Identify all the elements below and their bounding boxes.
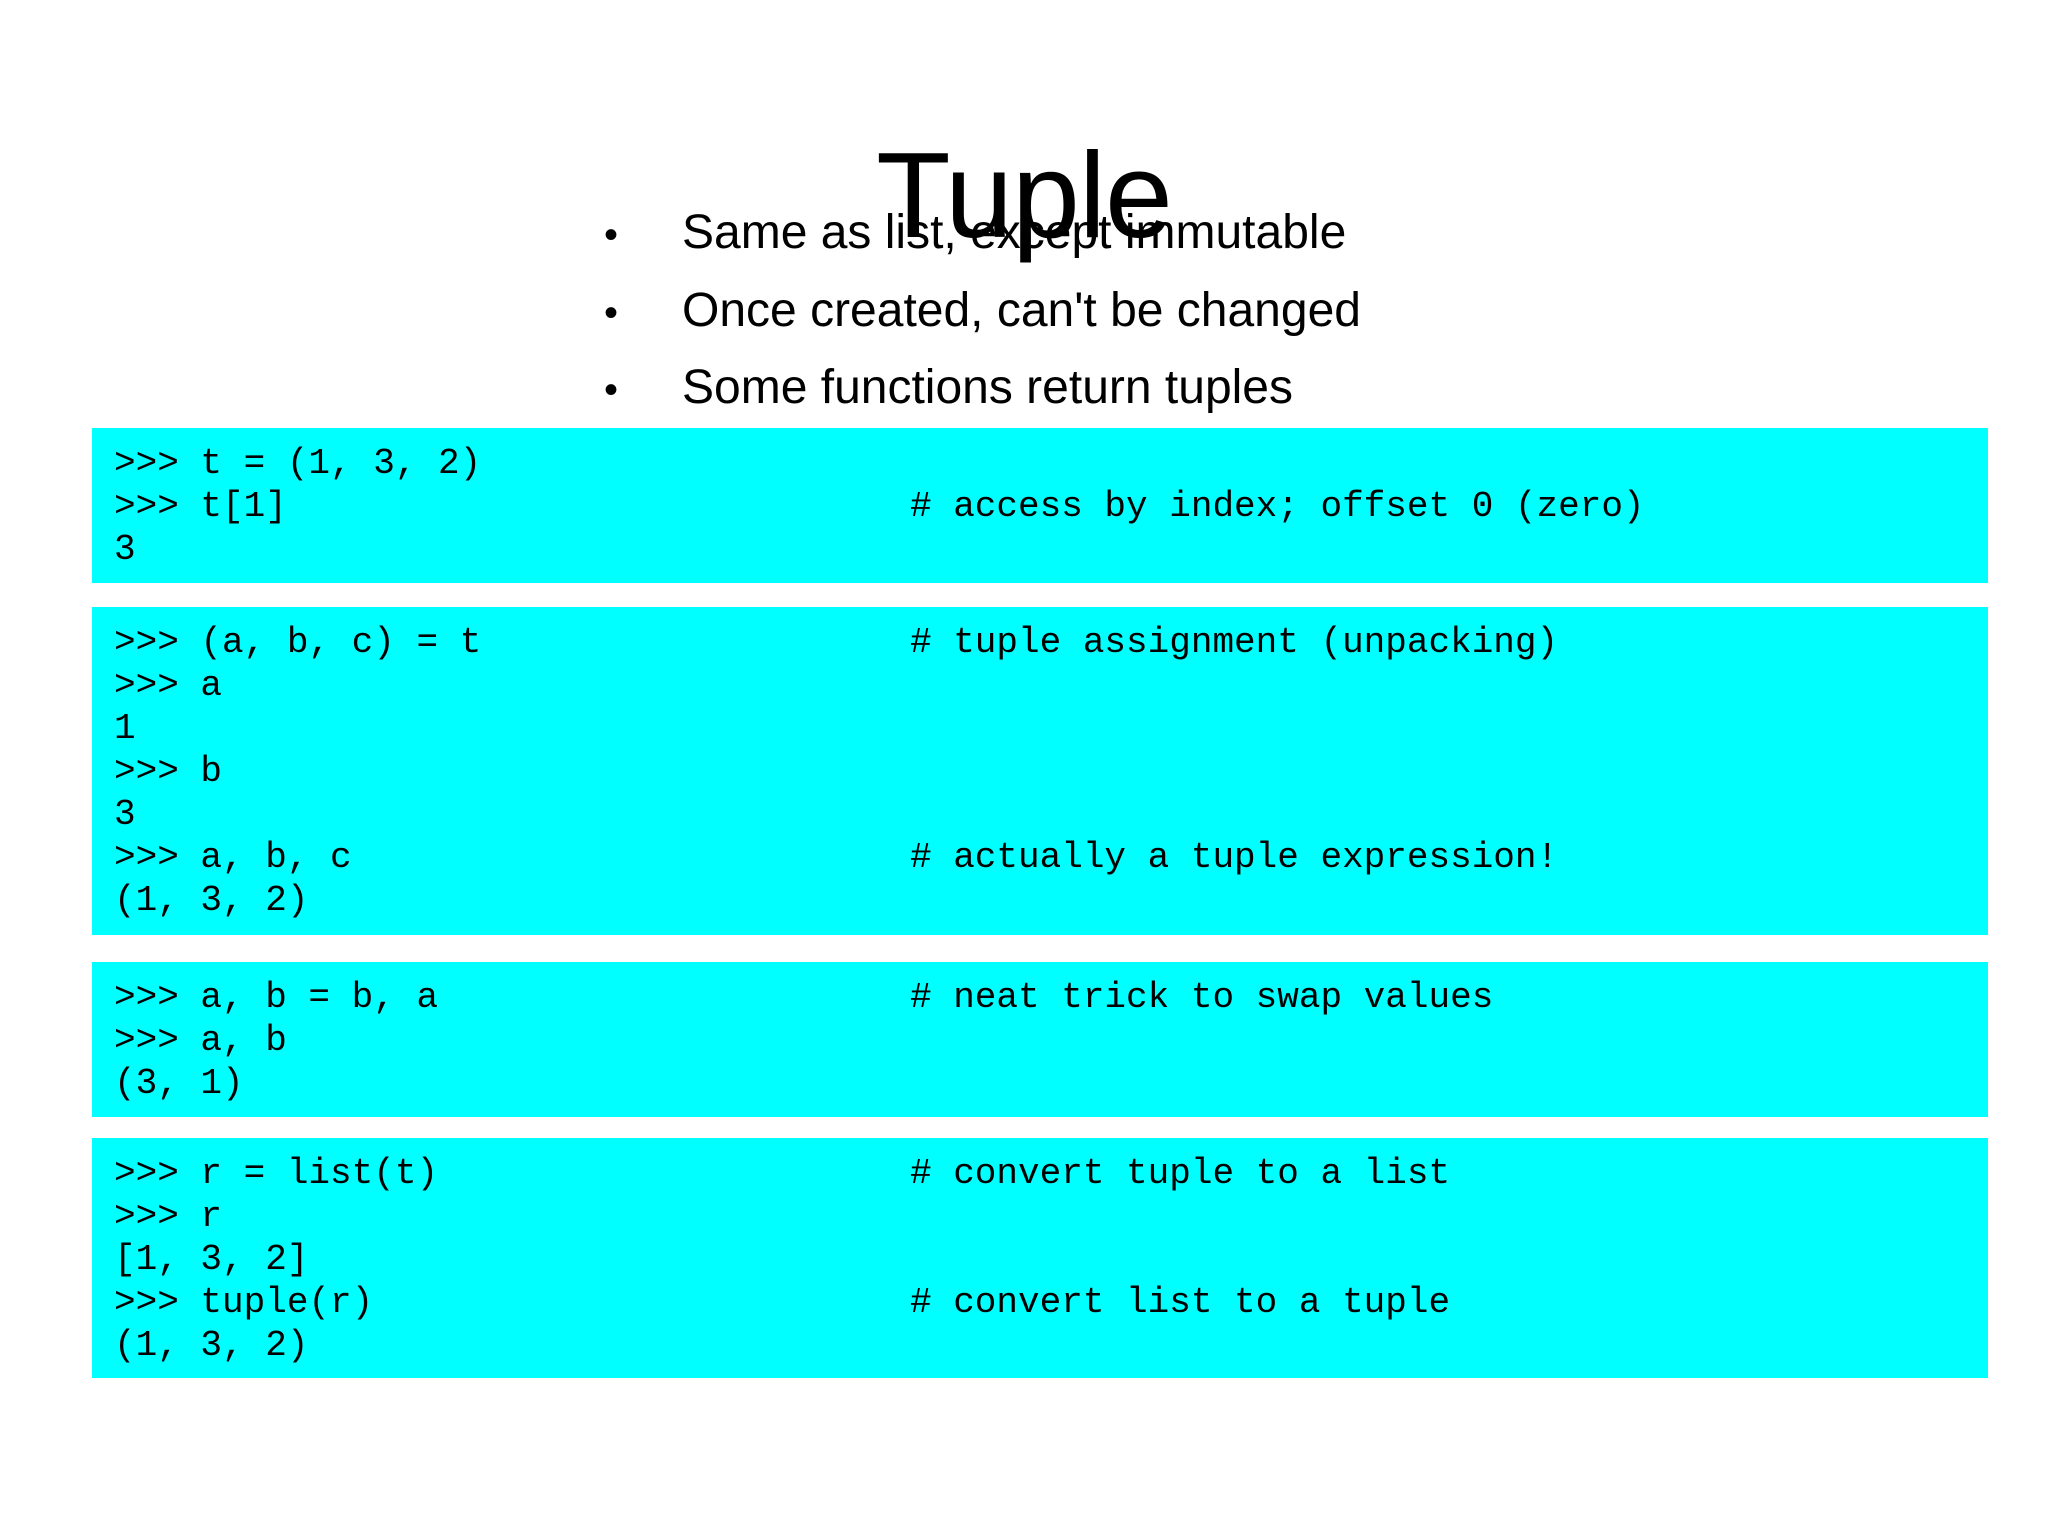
code-comment [910, 707, 1988, 750]
page-title: Tuple [876, 126, 1173, 263]
code-block-3: >>> a, b = b, a # neat trick to swap val… [92, 962, 1988, 1117]
code-text: >>> a, b = b, a [114, 977, 439, 1018]
code-comment: # convert tuple to a list [910, 1153, 1451, 1194]
code-comment: # neat trick to swap values [910, 977, 1494, 1018]
code-line: >>> a, b = b, a # neat trick to swap val… [92, 976, 1988, 1019]
code-line: >>> a, b [92, 1019, 1988, 1062]
code-text: >>> tuple(r) [114, 1282, 374, 1323]
code-text: 3 [114, 794, 136, 835]
code-text: >>> b [114, 751, 223, 792]
code-line: >>> t[1] # access by index; offset 0 (ze… [92, 485, 1988, 528]
code-line: 1 [92, 707, 1988, 750]
code-text: [1, 3, 2] [114, 1239, 309, 1280]
code-comment [910, 1238, 1988, 1281]
code-text: >>> a, b [114, 1020, 287, 1061]
code-line: >>> a, b, c # actually a tuple expressio… [92, 836, 1988, 879]
code-text: (1, 3, 2) [114, 1325, 309, 1366]
code-line: >>> a [92, 664, 1988, 707]
code-text: 1 [114, 708, 136, 749]
bullet-list: • Same as list, except immutable • Once … [600, 205, 1750, 438]
code-line: (3, 1) [92, 1062, 1988, 1105]
code-text: 3 [114, 529, 136, 570]
code-line: >>> t = (1, 3, 2) [92, 442, 1988, 485]
code-line: (1, 3, 2) [92, 879, 1988, 922]
bullet-item-3: • Some functions return tuples [600, 360, 1750, 417]
code-text: >>> t[1] [114, 486, 287, 527]
code-comment [910, 1324, 1988, 1367]
code-block-1: >>> t = (1, 3, 2) >>> t[1] # access by i… [92, 428, 1988, 583]
code-comment: # tuple assignment (unpacking) [910, 622, 1559, 663]
code-comment [910, 1019, 1988, 1062]
code-text: >>> r = list(t) [114, 1153, 439, 1194]
code-text: >>> t = (1, 3, 2) [114, 443, 482, 484]
code-text: (1, 3, 2) [114, 880, 309, 921]
code-text: >>> r [114, 1196, 223, 1237]
code-comment [910, 1195, 1988, 1238]
bullet-item-label: Some functions return tuples [682, 361, 1293, 415]
code-line: >>> b [92, 750, 1988, 793]
code-comment: # actually a tuple expression! [910, 837, 1559, 878]
bullet-item-2: • Once created, can't be changed [600, 283, 1750, 340]
code-block-2: >>> (a, b, c) = t # tuple assignment (un… [92, 607, 1988, 935]
bullet-item-label: Same as list, except immutable [682, 206, 1347, 259]
bullet-item-label: Once created, can't be changed [682, 283, 1361, 337]
code-line: >>> r = list(t) # convert tuple to a lis… [92, 1152, 1988, 1195]
code-text: >>> (a, b, c) = t [114, 622, 482, 663]
code-comment [910, 750, 1988, 793]
code-line: 3 [92, 528, 1988, 571]
code-comment [910, 1062, 1988, 1105]
code-text: (3, 1) [114, 1063, 244, 1104]
code-comment [910, 442, 1988, 485]
code-text: >>> a, b, c [114, 837, 352, 878]
code-comment [910, 664, 1988, 707]
bullet-dot-icon: • [604, 213, 619, 257]
code-line: [1, 3, 2] [92, 1238, 1988, 1281]
bullet-dot-icon: • [604, 290, 619, 335]
code-text: >>> a [114, 665, 223, 706]
code-comment: # access by index; offset 0 (zero) [910, 486, 1645, 527]
bullet-dot-icon: • [604, 368, 619, 413]
code-line: (1, 3, 2) [92, 1324, 1988, 1367]
code-comment: # convert list to a tuple [910, 1282, 1451, 1323]
code-line: >>> (a, b, c) = t # tuple assignment (un… [92, 621, 1988, 664]
code-line: >>> tuple(r) # convert list to a tuple [92, 1281, 1988, 1324]
code-block-4: >>> r = list(t) # convert tuple to a lis… [92, 1138, 1988, 1378]
code-comment [910, 879, 1988, 922]
bullet-item-1: • Same as list, except immutable [600, 205, 1750, 262]
code-line: >>> r [92, 1195, 1988, 1238]
code-comment [910, 793, 1988, 836]
code-line: 3 [92, 793, 1988, 836]
code-comment [910, 528, 1988, 571]
